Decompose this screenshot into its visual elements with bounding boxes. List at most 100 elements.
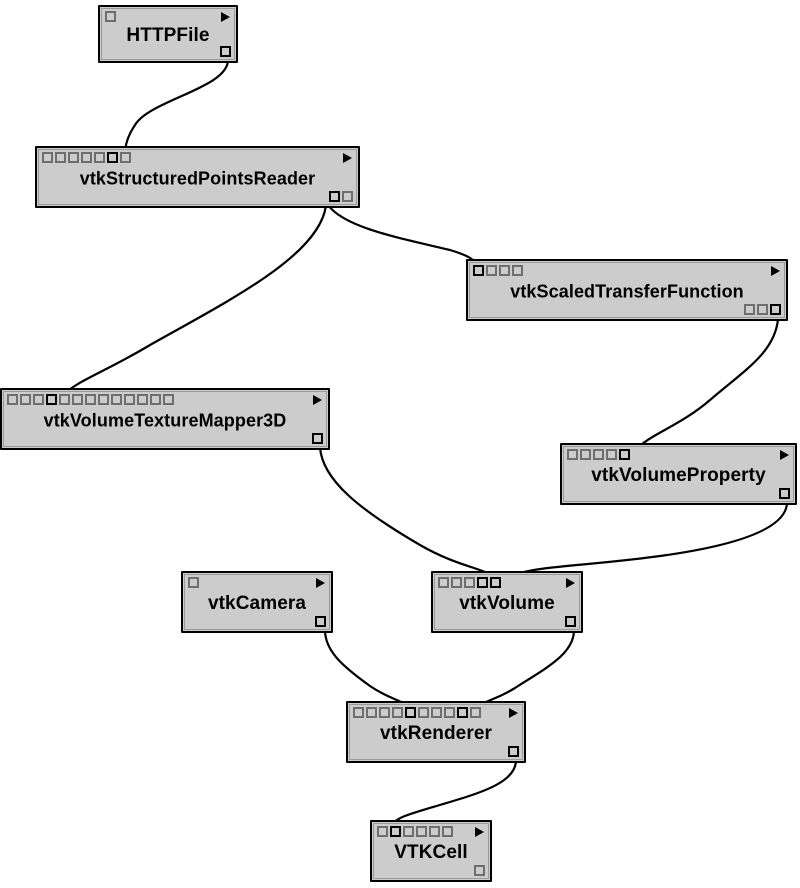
input-port[interactable] xyxy=(606,449,617,460)
output-port[interactable] xyxy=(220,46,231,57)
config-arrow-icon[interactable] xyxy=(566,578,575,588)
input-port[interactable] xyxy=(42,152,53,163)
output-port[interactable] xyxy=(312,433,323,444)
input-port[interactable] xyxy=(438,577,449,588)
input-port[interactable] xyxy=(429,826,440,837)
input-port-group xyxy=(377,826,453,837)
input-port[interactable] xyxy=(580,449,591,460)
input-port[interactable] xyxy=(392,707,403,718)
connection-edge[interactable] xyxy=(122,58,230,157)
output-port[interactable] xyxy=(744,304,755,315)
input-port[interactable] xyxy=(567,449,578,460)
config-arrow-icon[interactable] xyxy=(313,395,322,405)
input-port[interactable] xyxy=(150,394,161,405)
module-vtkcell[interactable]: VTKCell xyxy=(370,820,492,882)
output-port-group xyxy=(220,46,231,57)
input-port[interactable] xyxy=(464,577,475,588)
config-arrow-icon[interactable] xyxy=(780,450,789,460)
input-port[interactable] xyxy=(470,707,481,718)
input-port[interactable] xyxy=(188,577,199,588)
input-port[interactable] xyxy=(72,394,83,405)
input-port[interactable] xyxy=(366,707,377,718)
module-vtkvolume[interactable]: vtkVolume xyxy=(431,571,583,633)
input-port-group xyxy=(188,577,199,588)
input-port[interactable] xyxy=(107,152,118,163)
input-port[interactable] xyxy=(94,152,105,163)
output-port[interactable] xyxy=(508,746,519,757)
input-port[interactable] xyxy=(59,394,70,405)
input-port[interactable] xyxy=(85,394,96,405)
output-port[interactable] xyxy=(770,304,781,315)
output-port-group xyxy=(474,865,485,876)
input-port[interactable] xyxy=(98,394,109,405)
config-arrow-icon[interactable] xyxy=(343,153,352,163)
input-port[interactable] xyxy=(111,394,122,405)
input-port[interactable] xyxy=(416,826,427,837)
input-port[interactable] xyxy=(403,826,414,837)
config-arrow-icon[interactable] xyxy=(316,578,325,588)
input-port[interactable] xyxy=(442,826,453,837)
input-port[interactable] xyxy=(124,394,135,405)
input-port[interactable] xyxy=(473,265,484,276)
input-port[interactable] xyxy=(477,577,488,588)
connection-edge[interactable] xyxy=(318,445,496,580)
output-port[interactable] xyxy=(565,616,576,627)
input-port[interactable] xyxy=(377,826,388,837)
input-port[interactable] xyxy=(163,394,174,405)
connection-edge[interactable] xyxy=(323,628,412,711)
module-vtkstructuredpointsreader[interactable]: vtkStructuredPointsReader xyxy=(35,146,360,208)
output-port[interactable] xyxy=(315,616,326,627)
input-port[interactable] xyxy=(619,449,630,460)
connection-edge[interactable] xyxy=(60,203,328,398)
output-port[interactable] xyxy=(757,304,768,315)
module-vtkrenderer[interactable]: vtkRenderer xyxy=(346,701,526,763)
input-port[interactable] xyxy=(55,152,66,163)
module-vtkvolumeproperty[interactable]: vtkVolumeProperty xyxy=(560,443,797,505)
input-port[interactable] xyxy=(451,577,462,588)
output-port[interactable] xyxy=(342,191,353,202)
input-port[interactable] xyxy=(457,707,468,718)
output-port[interactable] xyxy=(779,488,790,499)
input-port[interactable] xyxy=(418,707,429,718)
input-port[interactable] xyxy=(379,707,390,718)
config-arrow-icon[interactable] xyxy=(475,827,484,837)
input-port[interactable] xyxy=(499,265,510,276)
config-arrow-icon[interactable] xyxy=(221,12,230,22)
connection-edge[interactable] xyxy=(326,203,480,269)
config-arrow-icon[interactable] xyxy=(509,708,518,718)
input-port[interactable] xyxy=(390,826,401,837)
input-port[interactable] xyxy=(68,152,79,163)
input-port[interactable] xyxy=(405,707,416,718)
input-port-group xyxy=(7,394,174,405)
connection-edge[interactable] xyxy=(476,628,576,711)
output-port[interactable] xyxy=(329,191,340,202)
connection-edge[interactable] xyxy=(507,501,789,580)
input-port[interactable] xyxy=(486,265,497,276)
input-port[interactable] xyxy=(81,152,92,163)
module-vtkvolumetexturemapper3d[interactable]: vtkVolumeTextureMapper3D xyxy=(0,388,330,450)
input-port[interactable] xyxy=(20,394,31,405)
input-port[interactable] xyxy=(490,577,501,588)
module-vtkcamera[interactable]: vtkCamera xyxy=(181,571,333,633)
input-port[interactable] xyxy=(120,152,131,163)
input-port[interactable] xyxy=(7,394,18,405)
module-httpfile[interactable]: HTTPFile xyxy=(98,5,238,63)
connection-edge[interactable] xyxy=(634,317,780,452)
output-port-group xyxy=(565,616,576,627)
input-port[interactable] xyxy=(431,707,442,718)
input-port[interactable] xyxy=(137,394,148,405)
module-vtkscaledtransferfunction[interactable]: vtkScaledTransferFunction xyxy=(466,259,788,321)
connection-edge[interactable] xyxy=(388,758,518,830)
input-port[interactable] xyxy=(33,394,44,405)
input-port[interactable] xyxy=(353,707,364,718)
output-port-group xyxy=(329,191,353,202)
input-port[interactable] xyxy=(105,11,116,22)
config-arrow-icon[interactable] xyxy=(771,266,780,276)
output-port[interactable] xyxy=(474,865,485,876)
input-port[interactable] xyxy=(444,707,455,718)
input-port[interactable] xyxy=(512,265,523,276)
output-port-group xyxy=(312,433,323,444)
input-port[interactable] xyxy=(593,449,604,460)
input-port[interactable] xyxy=(46,394,57,405)
